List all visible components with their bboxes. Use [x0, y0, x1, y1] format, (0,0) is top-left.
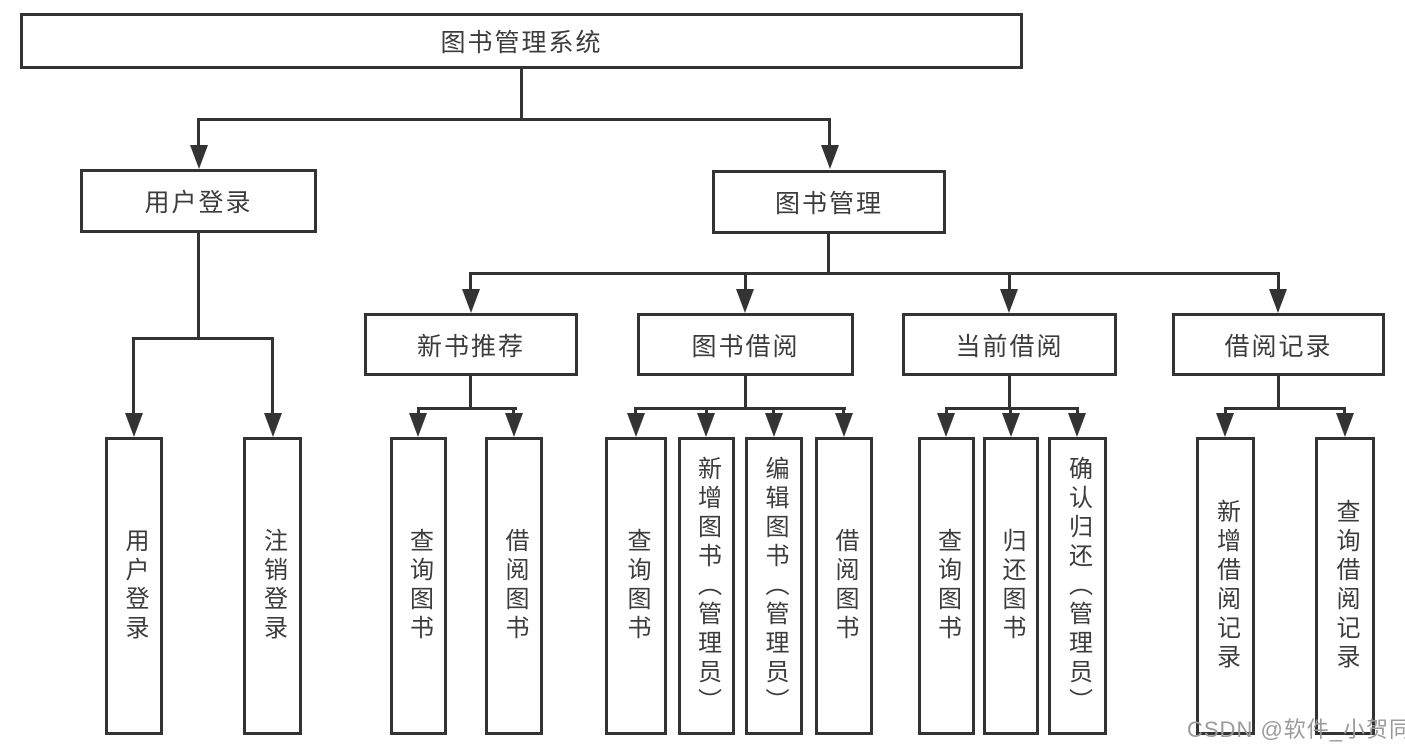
arrowhead-icon [937, 413, 955, 437]
node-book-borrow: 图书借阅 [637, 313, 854, 376]
arrow-stem [197, 118, 200, 147]
leaf-label: 归还图书 [998, 528, 1025, 644]
arrowhead-icon [505, 413, 523, 437]
leaf-add-borrow-record: 新增借阅记录 [1196, 437, 1255, 735]
arrowhead-icon [1216, 413, 1234, 437]
arrow-stem [842, 407, 845, 415]
arrowhead-icon [1068, 413, 1086, 437]
leaf-logout: 注销登录 [243, 437, 302, 735]
leaf-label: 新增图书（管理员） [693, 455, 721, 717]
leaf-query-books-recommend: 查询图书 [390, 437, 447, 735]
node-user-login: 用户登录 [80, 169, 317, 233]
arrow-stem [469, 272, 472, 291]
arrowhead-icon [736, 289, 754, 313]
node-label: 当前借阅 [955, 332, 1064, 361]
leaf-query-books-borrow: 查询图书 [605, 437, 667, 735]
node-current-borrow: 当前借阅 [902, 313, 1117, 376]
connector-line-h [1224, 407, 1346, 410]
leaf-label: 查询借阅记录 [1332, 499, 1359, 673]
arrowhead-icon [1336, 413, 1354, 437]
arrowhead-icon [409, 413, 427, 437]
connector-line-h [634, 407, 846, 410]
arrowhead-icon [627, 413, 645, 437]
connector-line-v [520, 69, 523, 118]
arrow-stem [1224, 407, 1227, 415]
leaf-label: 查询图书 [933, 528, 961, 644]
arrowhead-icon [1000, 289, 1018, 313]
node-label: 新书推荐 [416, 332, 525, 361]
arrow-stem [634, 407, 637, 415]
arrow-stem [744, 272, 747, 291]
node-label: 用户登录 [144, 189, 253, 217]
arrow-stem [417, 407, 420, 415]
arrowhead-icon [264, 413, 282, 437]
arrowhead-icon [697, 413, 715, 437]
arrow-stem [1277, 272, 1280, 291]
leaf-label: 用户登录 [121, 528, 148, 644]
connector-line-h [132, 337, 274, 340]
arrow-stem [772, 407, 775, 415]
connector-line-v [1008, 376, 1011, 407]
leaf-edit-books-admin: 编辑图书（管理员） [745, 437, 803, 735]
arrow-stem [132, 337, 135, 415]
arrowhead-icon [190, 145, 208, 169]
node-borrow-records: 借阅记录 [1172, 313, 1385, 376]
arrow-stem [1343, 407, 1346, 415]
arrow-stem [828, 118, 831, 147]
node-new-book-recommend: 新书推荐 [364, 313, 578, 376]
arrow-stem [705, 407, 708, 415]
connector-line-v [744, 376, 747, 407]
node-book-management: 图书管理 [712, 170, 946, 234]
leaf-label: 确认归还（管理员） [1064, 455, 1092, 717]
leaf-label: 新增借阅记录 [1212, 499, 1240, 673]
connector-line-v [469, 376, 472, 407]
arrow-stem [1076, 407, 1079, 415]
leaf-borrow-books: 借阅图书 [815, 437, 873, 735]
node-label: 图书管理 [774, 190, 883, 218]
connector-line-h [197, 118, 831, 121]
arrowhead-icon [462, 289, 480, 313]
arrowhead-icon [835, 413, 853, 437]
arrow-stem [512, 407, 515, 415]
arrow-stem [945, 407, 948, 415]
arrowhead-icon [1269, 289, 1287, 313]
leaf-label: 借阅图书 [501, 528, 528, 644]
arrow-stem [1009, 407, 1012, 415]
leaf-user-login: 用户登录 [105, 437, 163, 735]
leaf-label: 借阅图书 [831, 528, 858, 644]
connector-line-h [945, 407, 1079, 410]
leaf-borrow-books-recommend: 借阅图书 [485, 437, 543, 735]
node-root: 图书管理系统 [20, 13, 1023, 69]
connector-line-v [827, 234, 830, 272]
watermark-text: CSDN @软件_小贺同学 [1187, 717, 1405, 742]
node-label: 借阅记录 [1224, 332, 1333, 361]
node-label: 图书管理系统 [440, 29, 603, 57]
leaf-label: 查询图书 [405, 528, 433, 644]
connector-line-h [417, 407, 517, 410]
leaf-query-books-current: 查询图书 [918, 437, 975, 735]
leaf-label: 注销登录 [259, 528, 287, 644]
leaf-confirm-return-admin: 确认归还（管理员） [1048, 437, 1107, 735]
arrow-stem [271, 337, 274, 415]
connector-line-v [1277, 376, 1280, 407]
leaf-add-books-admin: 新增图书（管理员） [678, 437, 735, 735]
leaf-label: 查询图书 [623, 528, 650, 644]
arrowhead-icon [821, 145, 839, 169]
arrowhead-icon [765, 413, 783, 437]
leaf-return-books: 归还图书 [983, 437, 1039, 735]
arrowhead-icon [125, 413, 143, 437]
arrow-stem [1008, 272, 1011, 291]
connector-line-v [197, 233, 200, 337]
node-label: 图书借阅 [691, 332, 800, 361]
connector-line-h [469, 272, 1280, 275]
leaf-query-borrow-record: 查询借阅记录 [1315, 437, 1375, 735]
leaf-label: 编辑图书（管理员） [761, 455, 788, 717]
arrowhead-icon [1002, 413, 1020, 437]
